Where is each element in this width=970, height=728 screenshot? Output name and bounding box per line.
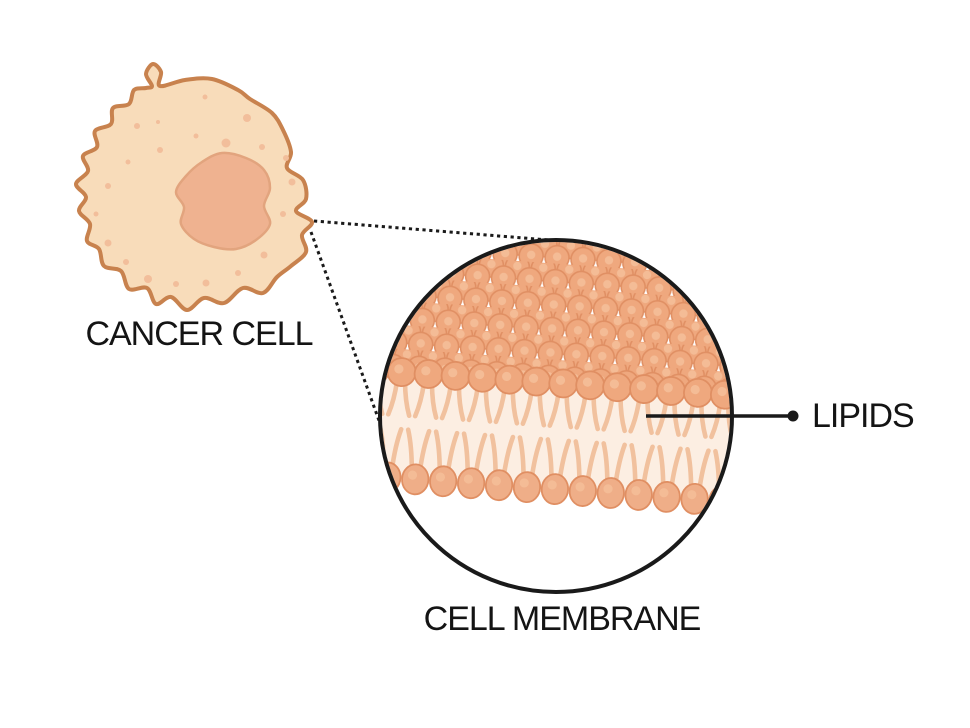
cell-membrane-label: CELL MEMBRANE (424, 600, 701, 638)
lipid-tails-upper (370, 376, 742, 443)
leader-dot (787, 410, 799, 422)
zoom-guide-line-upper (313, 219, 562, 243)
cytoplasm-speckles (93, 94, 296, 287)
cancer-cell-nucleus (174, 151, 272, 251)
lipids-label: LIPIDS (812, 397, 914, 435)
cancer-cell-label: CANCER CELL (85, 315, 312, 353)
cancer-cell (74, 62, 314, 312)
zoom-guide-line-lower (309, 231, 392, 452)
lipid-heads-top-row (370, 355, 742, 412)
lipid-tails (370, 376, 742, 498)
lipid-tails-lower (370, 423, 742, 498)
lipids-leader (646, 410, 799, 422)
lipid-bilayer (370, 230, 742, 519)
zoom-guide-lines (309, 219, 562, 452)
